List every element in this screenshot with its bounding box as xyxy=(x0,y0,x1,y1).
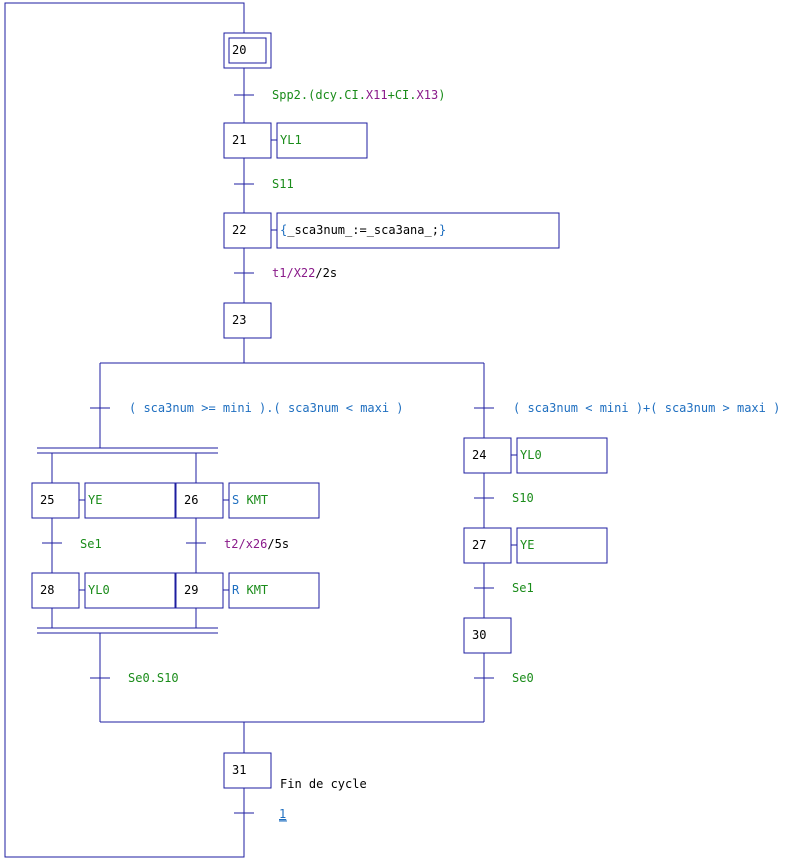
step-30[interactable]: 30 xyxy=(463,617,512,654)
receptivity-23-left: ( sca3num >= mini ).( sca3num < maxi ) xyxy=(129,401,404,415)
action-27[interactable]: YE xyxy=(511,527,608,564)
step-number: 30 xyxy=(472,628,486,642)
action-text: R KMT xyxy=(232,583,268,597)
step-25[interactable]: 25 xyxy=(31,482,80,519)
receptivity-left-out: Se0.S10 xyxy=(128,671,179,685)
step-number: 23 xyxy=(232,313,246,327)
step-number: 27 xyxy=(472,538,486,552)
receptivity-31-20: 1 xyxy=(279,807,286,821)
receptivity-27-30: Se1 xyxy=(512,581,534,595)
loop-back-link xyxy=(4,2,245,858)
action-text: YE xyxy=(520,538,534,552)
action-text: YE xyxy=(88,493,102,507)
step-number: 28 xyxy=(40,583,54,597)
action-21[interactable]: YL1 xyxy=(271,122,368,159)
step-22[interactable]: 22 xyxy=(223,212,272,249)
step-28[interactable]: 28 xyxy=(31,572,80,609)
step-number: 26 xyxy=(184,493,198,507)
step-number: 24 xyxy=(472,448,486,462)
action-28[interactable]: YL0 xyxy=(79,572,176,609)
step-24[interactable]: 24 xyxy=(463,437,512,474)
step-number: 29 xyxy=(184,583,198,597)
comment-step-31: Fin de cycle xyxy=(280,777,367,791)
step-26[interactable]: 26 xyxy=(175,482,224,519)
step-number: 25 xyxy=(40,493,54,507)
receptivity-22-23: t1/X22/2s xyxy=(272,266,337,280)
receptivity-23-right: ( sca3num < mini )+( sca3num > maxi ) xyxy=(513,401,780,415)
action-text: S KMT xyxy=(232,493,268,507)
step-20[interactable]: 20 xyxy=(223,32,272,69)
receptivity-24-27: S10 xyxy=(512,491,534,505)
step-29[interactable]: 29 xyxy=(175,572,224,609)
receptivity-20-21: Spp2.(dcy.CI.X11+CI.X13) xyxy=(272,88,445,102)
step-number: 22 xyxy=(232,223,246,237)
step-number: 20 xyxy=(232,43,246,57)
action-text: YL0 xyxy=(88,583,110,597)
action-text: {_sca3num_:=_sca3ana_;} xyxy=(280,223,446,237)
step-31[interactable]: 31 xyxy=(223,752,272,789)
action-text: YL1 xyxy=(280,133,302,147)
receptivity-26-29: t2/x26/5s xyxy=(224,537,289,551)
action-29[interactable]: R KMT xyxy=(223,572,320,609)
receptivity-25-28: Se1 xyxy=(80,537,102,551)
action-22[interactable]: {_sca3num_:=_sca3ana_;} xyxy=(271,212,560,249)
action-26[interactable]: S KMT xyxy=(223,482,320,519)
action-25[interactable]: YE xyxy=(79,482,176,519)
receptivity-21-22: S11 xyxy=(272,177,294,191)
action-text: YL0 xyxy=(520,448,542,462)
step-number: 31 xyxy=(232,763,246,777)
step-27[interactable]: 27 xyxy=(463,527,512,564)
action-24[interactable]: YL0 xyxy=(511,437,608,474)
step-number: 21 xyxy=(232,133,246,147)
step-21[interactable]: 21 xyxy=(223,122,272,159)
receptivity-30-out: Se0 xyxy=(512,671,534,685)
step-23[interactable]: 23 xyxy=(223,302,272,339)
